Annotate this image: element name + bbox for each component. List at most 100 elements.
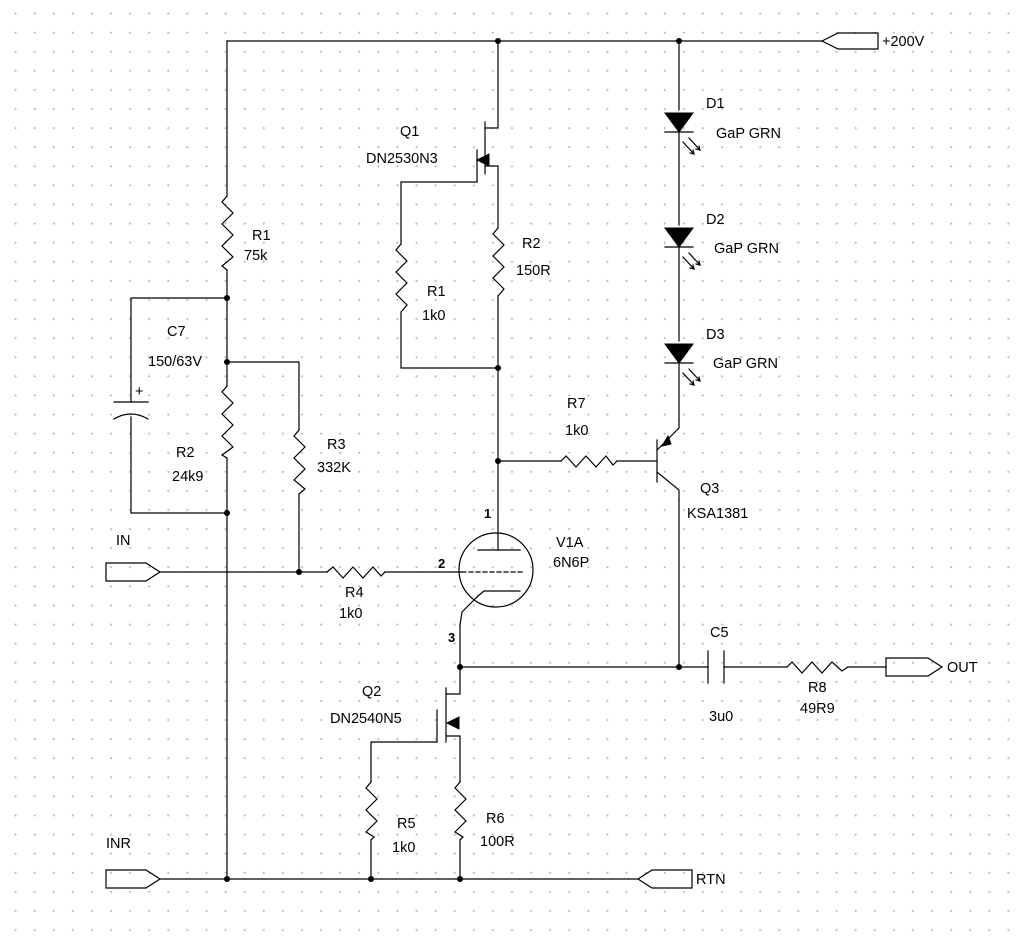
junction-dot [676,38,682,44]
r2-value-label: 24k9 [172,469,203,485]
port-supply[interactable]: +200V [820,32,925,50]
tube-cathode [477,590,521,597]
q2-value-label: DN2540N5 [330,711,402,727]
port-return-label: RTN [696,872,726,888]
resistor-r6-100r[interactable]: R6 100R [454,781,515,850]
junction-dot [224,876,230,882]
r7-ref-label: R7 [567,396,586,412]
tube-v1a[interactable]: 1 2 3 V1A 6N6P [438,506,589,645]
q2-gate-wire [370,741,438,783]
q3-value-label: KSA1381 [687,506,748,522]
c7-value-label: 150/63V [148,354,202,370]
port-output-label: OUT [947,660,978,676]
resistor-zigzag [220,385,234,459]
junction-dot [368,876,374,882]
port-input[interactable]: IN [105,533,162,582]
led-d1[interactable]: D1 GaP GRN [664,96,781,155]
r4-value-label: 1k0 [339,606,362,622]
tube-cathode-lead [459,595,479,626]
r3-top-wire [226,361,300,431]
resistor-r5-1k0[interactable]: R5 1k0 [365,781,416,856]
resistor-ccs-r2-150r[interactable]: R2 150R [492,227,551,297]
resistor-ccs-r1-1k0[interactable]: R1 1k0 [395,243,446,324]
q2-drain-wire [445,666,461,695]
tube-pin-cathode: 3 [448,630,455,645]
c7-bottom-wire [130,416,228,514]
resistor-r3-332k[interactable]: R3 332K [293,429,351,495]
q1-gate-wire [400,181,478,245]
led-d2[interactable]: D2 GaP GRN [664,212,779,270]
q1-source-wire [484,165,499,229]
ccs-r1-ref-label: R1 [427,284,446,300]
resistor-r7-1k0[interactable]: R7 1k0 [560,396,618,468]
resistor-zigzag [395,243,408,313]
q1-ref-label: Q1 [400,124,419,140]
transistor-q3[interactable]: Q3 KSA1381 [656,419,748,522]
d3-ref-label: D3 [706,327,725,343]
tube-ref-label: V1A [556,535,584,551]
resistor-zigzag [221,195,234,271]
junction-dot [224,510,230,516]
port-supply-flag [820,32,879,50]
led-d3[interactable]: D3 GaP GRN [664,327,778,386]
ccs-r2-ref-label: R2 [522,236,541,252]
capacitor-c7[interactable]: + C7 150/63V [113,324,202,420]
q3-emitter [656,419,680,451]
capacitor-c5[interactable]: C5 3u0 [707,625,733,725]
r1-value-label: 75k [244,248,268,264]
junction-dot [296,569,302,575]
tube-envelope [458,532,534,608]
c7-ref-label: C7 [167,324,186,340]
resistor-zigzag [326,566,386,579]
port-return-flag [636,869,693,889]
r5-ref-label: R5 [397,816,416,832]
mosfet-q1[interactable]: Q1 DN2530N3 [366,121,490,183]
mosfet-q2[interactable]: Q2 DN2540N5 [330,684,460,743]
tube-pin-grid: 2 [438,556,445,571]
led-d2-light-arrow [682,256,695,270]
port-output[interactable]: OUT [885,657,978,677]
resistor-r8-49r9[interactable]: R8 49R9 [786,661,849,717]
c7-top-wire [130,297,228,403]
junction-dot [457,664,463,670]
r1-ref-label: R1 [252,228,271,244]
tube-value-label: 6N6P [553,555,589,571]
port-input-return-flag [105,869,162,889]
c5-ref-label: C5 [710,625,729,641]
resistor-zigzag [786,661,849,674]
port-input-return[interactable]: INR [105,836,162,889]
r6-value-label: 100R [480,834,515,850]
resistor-r1-75k[interactable]: R1 75k [221,195,271,271]
r4-ref-label: R4 [345,585,364,601]
resistor-zigzag [365,781,378,841]
q1-arrow [475,153,490,167]
q2-ref-label: Q2 [362,684,381,700]
junction-dot [495,38,501,44]
led-d3-light-arrow [688,368,701,382]
d1-value-label: GaP GRN [716,126,781,142]
junction-dot [495,365,501,371]
resistor-r2-24k9[interactable]: R2 24k9 [172,385,234,485]
tube-pin-plate: 1 [484,506,491,521]
resistor-zigzag [560,455,618,468]
r7-value-label: 1k0 [565,423,588,439]
q3-emitter-arrow [660,434,672,447]
led-d2-light-arrow [688,252,701,266]
q2-arrow [445,716,460,730]
r1-ccs-bottom-wire [400,311,499,369]
port-input-flag [105,562,162,582]
junction-dot [224,295,230,301]
resistor-r4-1k0[interactable]: R4 1k0 [326,566,386,622]
junction-dots [224,38,682,882]
led-d1-triangle [664,112,694,133]
c5-value-label: 3u0 [709,709,733,725]
d2-value-label: GaP GRN [714,241,779,257]
d3-value-label: GaP GRN [713,356,778,372]
r3-ref-label: R3 [327,437,346,453]
d2-ref-label: D2 [706,212,725,228]
port-supply-label: +200V [882,34,925,50]
port-return[interactable]: RTN [636,869,726,889]
r8-ref-label: R8 [808,680,827,696]
r6-ref-label: R6 [486,811,505,827]
